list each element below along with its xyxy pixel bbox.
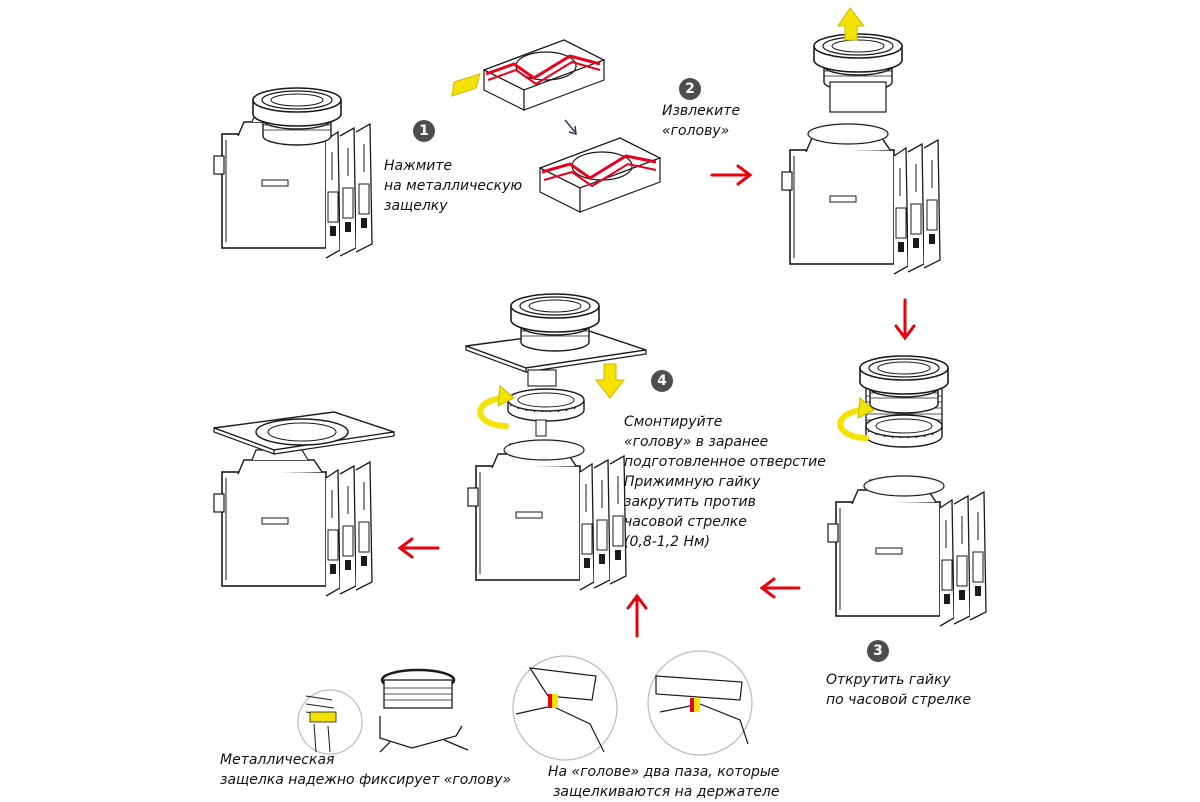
step-3-badge: 3 — [867, 640, 889, 662]
step-1-badge: 1 — [413, 120, 435, 142]
flow-arrow-detail-up — [626, 593, 648, 638]
flow-arrow-3-to-4 — [759, 577, 801, 599]
latch-detail-illustration — [451, 39, 662, 213]
step-2-badge: 2 — [679, 78, 701, 100]
flow-arrow-1-to-2 — [710, 164, 753, 186]
lift-up-arrow — [837, 7, 866, 41]
flow-arrow-2-to-3 — [894, 298, 916, 341]
groove-closeup-right — [647, 650, 753, 756]
step-4-badge: 4 — [651, 370, 673, 392]
initial-switch-illustration — [213, 87, 373, 259]
unscrew-nut-illustration — [827, 355, 987, 627]
step-3-caption: Открутить гайку по часовой стрелке — [826, 672, 972, 708]
push-down-arrow — [594, 363, 626, 399]
head-removed-illustration — [781, 7, 941, 275]
grooves-note: На «голове» два паза, которые защелкиваю… — [548, 764, 780, 800]
step-2-caption: Извлеките «голову» — [662, 103, 741, 139]
step-1-caption: Нажмите на металлическую защелку — [384, 158, 523, 214]
flow-arrows — [397, 164, 916, 638]
latch-note: Металлическая защелка надежно фиксирует … — [220, 752, 512, 788]
groove-closeup-left — [512, 655, 618, 761]
mount-head-illustration — [465, 293, 647, 591]
final-mounted-illustration — [213, 411, 395, 597]
flow-arrow-4-to-final — [397, 537, 440, 559]
latch-closeup-illustration — [297, 668, 469, 755]
step-4-caption: Смонтируйте «голову» в заранее подготовл… — [624, 414, 826, 550]
latch-transition-arrow — [564, 119, 576, 133]
